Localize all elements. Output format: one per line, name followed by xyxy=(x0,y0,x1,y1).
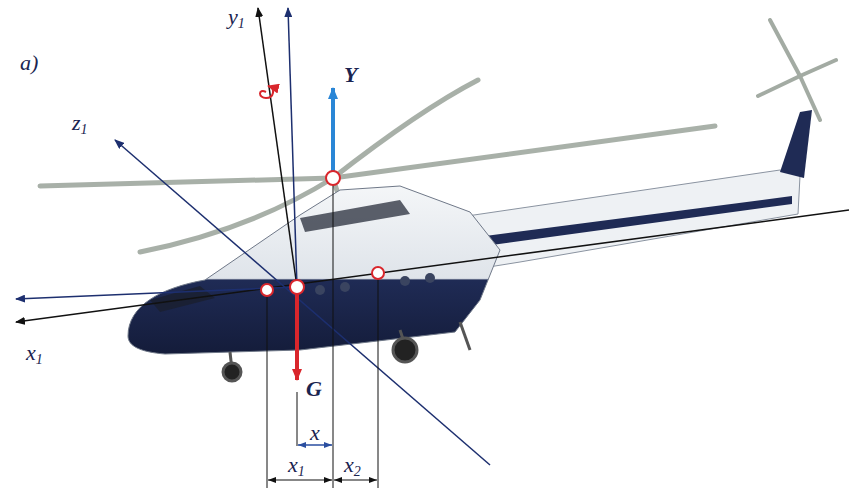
dimension-label: x2 xyxy=(344,454,361,479)
dimension-label: x xyxy=(310,422,320,444)
axis-label: x1 xyxy=(26,342,43,367)
force-label: Y xyxy=(344,64,357,86)
axis-label: y1 xyxy=(228,6,245,31)
figure-letter: a) xyxy=(20,52,38,74)
axis-label: z1 xyxy=(72,112,88,137)
dimension-label: x1 xyxy=(288,454,305,479)
force-label: G xyxy=(306,378,322,400)
